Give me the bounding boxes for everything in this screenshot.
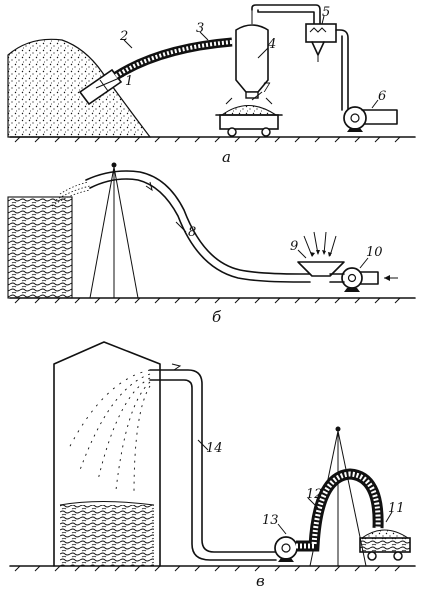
air-pipe-to-fan xyxy=(335,29,349,111)
panel-a: 1 2 3 4 5 6 7 а xyxy=(7,4,416,166)
pipe-support-tripod xyxy=(89,162,139,299)
panel-b: 8 9 10 б xyxy=(7,162,416,326)
label-10: 10 xyxy=(366,245,383,260)
label-14: 14 xyxy=(206,441,223,456)
label-8: 8 xyxy=(188,225,196,240)
label-9: 9 xyxy=(290,239,298,254)
grain-pile xyxy=(7,38,152,138)
label-5: 5 xyxy=(322,5,330,20)
discharge-pipeline xyxy=(149,369,277,553)
label-7: 7 xyxy=(262,81,271,96)
bulk-stack xyxy=(7,196,73,299)
exhaust-fan xyxy=(343,106,398,132)
blower-fan-c xyxy=(274,536,298,562)
blower-fan xyxy=(329,267,398,292)
label-11: 11 xyxy=(388,501,405,516)
dust-filter xyxy=(305,23,337,62)
air-pipe-top xyxy=(251,4,321,27)
label-3: 3 xyxy=(196,21,204,36)
caption-b: б xyxy=(212,308,222,326)
transport-pipeline xyxy=(85,170,311,275)
feed-hopper xyxy=(297,231,345,277)
caption-a: а xyxy=(222,148,231,166)
loading-cart xyxy=(359,529,411,561)
label-12: 12 xyxy=(306,487,323,502)
label-13: 13 xyxy=(262,513,279,528)
receiving-cart xyxy=(215,97,283,137)
label-2: 2 xyxy=(119,29,128,44)
ground-hatch-a xyxy=(14,136,401,143)
label-1: 1 xyxy=(125,74,133,89)
material-discharge-c xyxy=(67,369,151,495)
storage-building xyxy=(53,341,161,567)
material-discharge-b xyxy=(51,181,91,207)
panel-c: 14 12 11 13 в xyxy=(9,341,416,590)
label-6: 6 xyxy=(378,89,386,104)
caption-c: в xyxy=(256,572,265,590)
label-4: 4 xyxy=(267,37,276,52)
flexible-hose xyxy=(113,37,233,80)
suction-nozzle xyxy=(78,68,123,106)
